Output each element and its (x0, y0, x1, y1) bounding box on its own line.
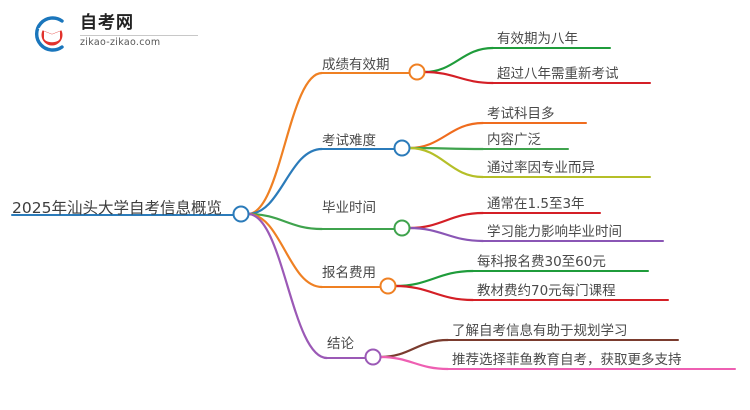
edge-branch-2-to-leaf-0 (407, 211, 485, 230)
edge-branch-4-to-leaf-1 (378, 355, 450, 371)
branch-label-3[interactable]: 报名费用 (322, 265, 376, 281)
branch-label-2[interactable]: 毕业时间 (322, 200, 376, 216)
edge-branch-0-to-leaf-0 (422, 46, 495, 74)
leaf-label-4-1[interactable]: 推荐选择菲鱼教育自考，获取更多支持 (452, 352, 682, 368)
edge-root-to-branch-1 (246, 147, 324, 216)
leaf-label-1-2[interactable]: 通过率因专业而异 (487, 160, 595, 176)
leaf-label-0-1[interactable]: 超过八年需重新考试 (497, 66, 619, 82)
leaf-label-1-0[interactable]: 考试科目多 (487, 106, 555, 122)
leaf-label-4-0[interactable]: 了解自考信息有助于规划学习 (452, 323, 628, 339)
leaf-label-0-0[interactable]: 有效期为八年 (497, 31, 578, 47)
branch-label-0[interactable]: 成绩有效期 (322, 57, 390, 73)
mindmap-edges (246, 46, 495, 371)
edge-branch-2-to-leaf-1 (407, 226, 485, 243)
logo-divider (80, 35, 198, 36)
edge-root-to-branch-2 (246, 212, 324, 231)
edge-root-to-branch-0 (246, 71, 324, 216)
logo-url: zikao-zikao.com (80, 37, 161, 48)
mindmap-nodes (232, 63, 426, 366)
leaf-label-2-0[interactable]: 通常在1.5至3年 (487, 196, 585, 212)
edge-branch-3-to-leaf-0 (393, 269, 475, 288)
root-node[interactable] (232, 205, 250, 223)
branch-label-4[interactable]: 结论 (327, 336, 354, 352)
edge-branch-3-to-leaf-1 (393, 284, 475, 302)
edge-branch-1-to-leaf-0 (407, 121, 485, 150)
logo-text-block: 自考网 zikao-zikao.com (80, 13, 198, 48)
edge-branch-1-to-leaf-2 (407, 146, 485, 179)
edge-root-to-branch-4 (246, 212, 329, 360)
leaf-label-3-0[interactable]: 每科报名费30至60元 (477, 254, 606, 270)
logo-name: 自考网 (80, 13, 134, 33)
site-logo: 自考网 zikao-zikao.com (28, 12, 208, 56)
branch-node-4[interactable] (364, 348, 382, 366)
leaf-label-1-1[interactable]: 内容广泛 (487, 132, 541, 148)
leaf-label-2-1[interactable]: 学习能力影响毕业时间 (487, 224, 622, 240)
root-node-label[interactable]: 2025年汕头大学自考信息概览 (12, 199, 222, 217)
edge-branch-4-to-leaf-0 (378, 338, 450, 359)
edge-branch-0-to-leaf-1 (422, 70, 495, 85)
leaf-label-3-1[interactable]: 教材费约70元每门课程 (477, 283, 616, 299)
branch-node-0[interactable] (408, 63, 426, 81)
mindmap-underlines (11, 47, 736, 370)
edge-root-to-branch-3 (246, 212, 324, 289)
branch-node-3[interactable] (379, 277, 397, 295)
graduation-cap-icon (34, 16, 66, 52)
branch-node-2[interactable] (393, 219, 411, 237)
branch-label-1[interactable]: 考试难度 (322, 133, 376, 149)
branch-node-1[interactable] (393, 139, 411, 157)
